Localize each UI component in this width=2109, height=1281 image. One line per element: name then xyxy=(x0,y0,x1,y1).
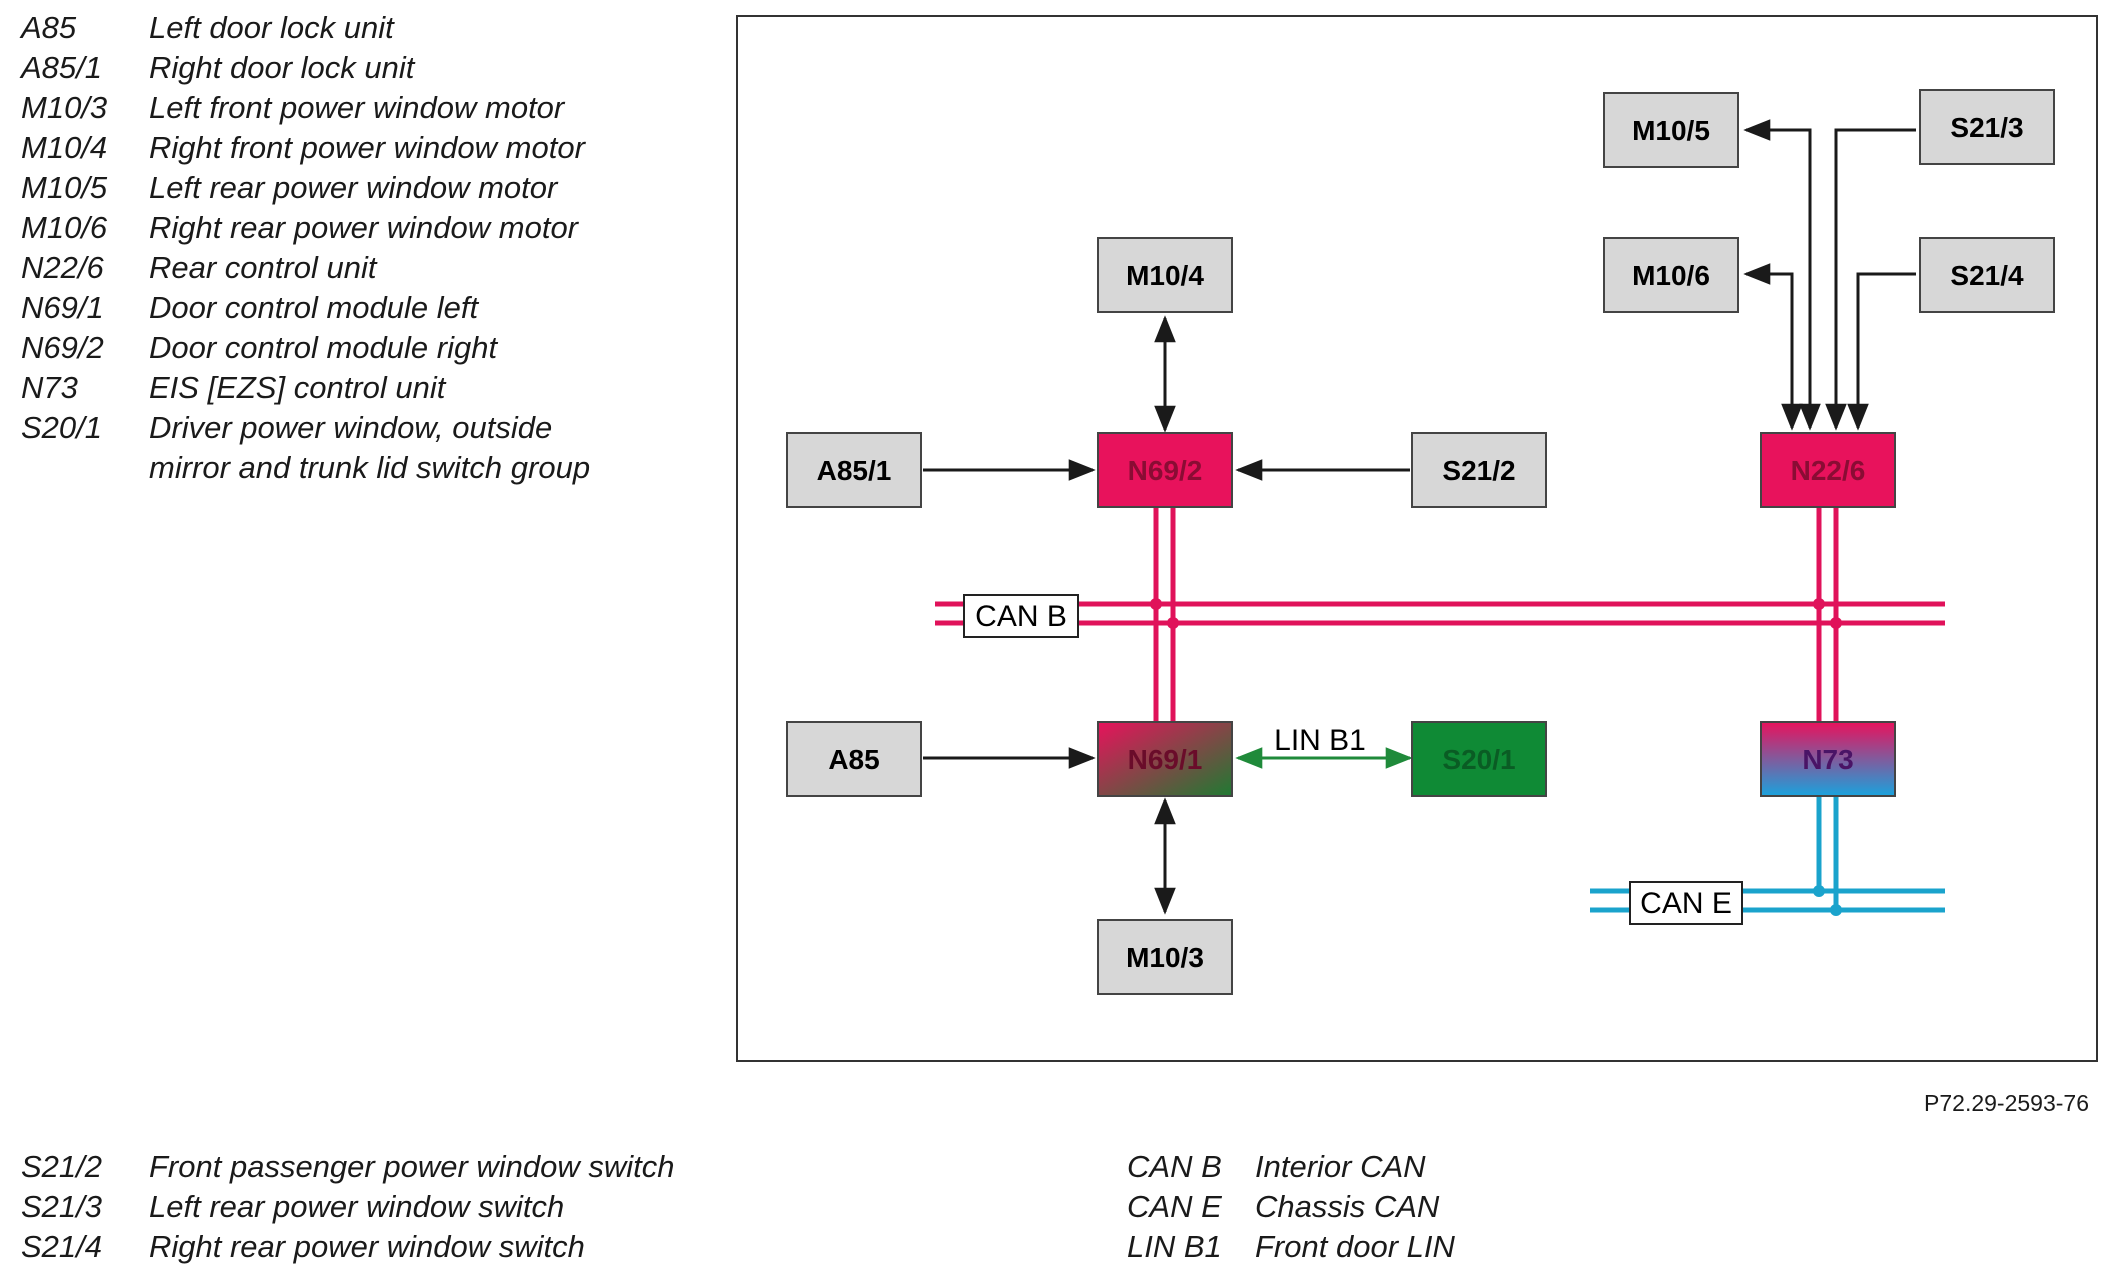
box-a85: A85 xyxy=(786,721,922,797)
can-b-bus xyxy=(935,601,1945,626)
legend-description: Left rear power window motor xyxy=(149,170,558,205)
legend-description: Left rear power window switch xyxy=(149,1189,565,1224)
legend-code: LIN B1 xyxy=(1127,1229,1222,1264)
legend-code: N22/6 xyxy=(21,250,104,285)
box-s21-2: S21/2 xyxy=(1411,432,1547,508)
box-label: S20/1 xyxy=(1442,744,1515,775)
box-label: A85 xyxy=(828,744,879,775)
legend-description: Front door LIN xyxy=(1255,1229,1455,1264)
box-label: N22/6 xyxy=(1791,455,1866,486)
lin-b1-label: LIN B1 xyxy=(1274,724,1366,757)
can-b-label: CAN B xyxy=(963,594,1079,638)
box-m10-3: M10/3 xyxy=(1097,919,1233,995)
legend-code: M10/4 xyxy=(21,130,108,165)
legend-description: Driver power window, outside xyxy=(149,410,553,445)
legend-bottom-right: CAN B Interior CAN CAN E Chassis CAN LIN B1 F… xyxy=(1127,1147,1647,1277)
box-m10-6: M10/6 xyxy=(1603,237,1739,313)
box-label: S21/2 xyxy=(1442,455,1515,486)
box-label: M10/4 xyxy=(1126,260,1204,291)
box-n73: N73 xyxy=(1760,721,1896,797)
can-b-label-text: CAN B xyxy=(975,600,1067,633)
can-e-label-text: CAN E xyxy=(1640,887,1732,920)
legend-bottom-left: S21/2 Front passenger power window switch… xyxy=(21,1147,741,1277)
box-label: N69/1 xyxy=(1128,744,1203,775)
legend-description: Interior CAN xyxy=(1255,1149,1426,1184)
box-label: N73 xyxy=(1802,744,1853,775)
legend-description: Right rear power window motor xyxy=(149,210,579,245)
box-label: N69/2 xyxy=(1128,455,1203,486)
box-label: A85/1 xyxy=(817,455,892,486)
legend-code: S21/4 xyxy=(21,1229,103,1264)
signal-arrows xyxy=(923,119,1916,915)
legend-code: M10/5 xyxy=(21,170,108,205)
legend-description: Right door lock unit xyxy=(149,50,415,85)
box-m10-4: M10/4 xyxy=(1097,237,1233,313)
legend-description: Chassis CAN xyxy=(1255,1189,1440,1224)
legend-description: Rear control unit xyxy=(149,250,377,285)
box-label: M10/5 xyxy=(1632,115,1710,146)
box-n69-2: N69/2 xyxy=(1097,432,1233,508)
box-label: S21/4 xyxy=(1950,260,2024,291)
box-m10-5: M10/5 xyxy=(1603,92,1739,168)
legend-code: A85 xyxy=(21,10,77,45)
legend-code: N73 xyxy=(21,370,78,405)
box-s21-3: S21/3 xyxy=(1919,89,2055,165)
box-label: M10/3 xyxy=(1126,942,1204,973)
legend-code: CAN B xyxy=(1127,1149,1222,1184)
legend-description: EIS [EZS] control unit xyxy=(149,370,446,405)
can-b-drop-n22 xyxy=(1813,507,1842,722)
legend-code: CAN E xyxy=(1127,1189,1222,1224)
box-s20-1: S20/1 xyxy=(1411,721,1547,797)
box-label: S21/3 xyxy=(1950,112,2023,143)
legend-description: mirror and trunk lid switch group xyxy=(149,450,591,485)
box-label: M10/6 xyxy=(1632,260,1710,291)
legend-code: N69/1 xyxy=(21,290,104,325)
legend-code: M10/6 xyxy=(21,210,108,245)
can-e-drop-n73 xyxy=(1813,797,1842,916)
legend-description: Door control module left xyxy=(149,290,479,325)
can-b-drop-n69 xyxy=(1150,507,1179,722)
legend-description: Left door lock unit xyxy=(149,10,394,45)
legend-code: S21/2 xyxy=(21,1149,103,1184)
box-s21-4: S21/4 xyxy=(1919,237,2055,313)
legend-description: Left front power window motor xyxy=(149,90,565,125)
figure-reference: P72.29-2593-76 xyxy=(1924,1090,2089,1116)
box-a85-1: A85/1 xyxy=(786,432,922,508)
legend-description: Front passenger power window switch xyxy=(149,1149,675,1184)
legend-description: Right rear power window switch xyxy=(149,1229,585,1264)
box-n69-1: N69/1 xyxy=(1097,721,1233,797)
legend-code: N69/2 xyxy=(21,330,104,365)
legend-description: Door control module right xyxy=(149,330,498,365)
diagram-frame xyxy=(736,15,2098,1062)
legend-description: Right front power window motor xyxy=(149,130,585,165)
box-n22-6: N22/6 xyxy=(1760,432,1896,508)
legend-code: S21/3 xyxy=(21,1189,103,1224)
legend-code: M10/3 xyxy=(21,90,108,125)
legend-code: A85/1 xyxy=(21,50,103,85)
legend-code: S20/1 xyxy=(21,410,103,445)
can-e-label: CAN E xyxy=(1629,881,1743,925)
